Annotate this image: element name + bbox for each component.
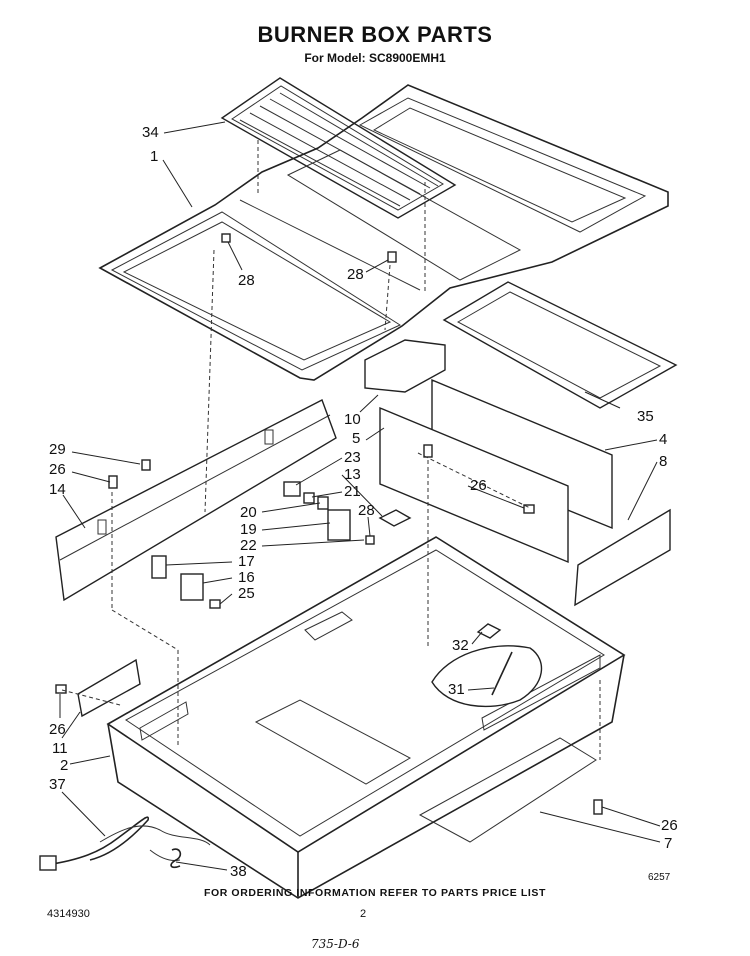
page-title: BURNER BOX PARTS (257, 22, 493, 47)
callout-29: 29 (49, 441, 66, 458)
alignment-lines (61, 140, 601, 760)
leader-lines (59, 121, 661, 871)
callout-22: 22 (240, 537, 257, 554)
screws (55, 233, 603, 815)
callout-11: 11 (52, 740, 68, 757)
callout-16: 16 (238, 569, 255, 586)
insulation-patch-part-31 (431, 645, 543, 708)
handwritten-note: 735-D-6 (311, 937, 360, 951)
page-number: 2 (360, 908, 367, 920)
callout-35: 35 (637, 408, 654, 425)
insulation-part-8 (574, 508, 671, 607)
callout-25: 25 (238, 585, 255, 602)
callout-26: 26 (470, 477, 487, 494)
component-part-17 (151, 555, 167, 579)
drawing-code: 6257 (648, 872, 671, 883)
callout-19: 19 (240, 521, 257, 538)
callout-4: 4 (659, 431, 668, 448)
grate-part-34 (220, 77, 457, 219)
ordering-note: FOR ORDERING INFORMATION REFER TO PARTS … (203, 887, 547, 899)
callout-31: 31 (448, 681, 465, 698)
component-part-19 (327, 509, 351, 541)
control-bracket-part-14 (55, 399, 337, 602)
cooktop-frame-part-1 (98, 84, 669, 381)
callout-38: 38 (230, 863, 247, 880)
cover-plate-part-11 (77, 658, 141, 718)
callout-26: 26 (49, 721, 66, 738)
callout-8: 8 (659, 453, 668, 470)
callout-32: 32 (452, 637, 469, 654)
callout-28: 28 (238, 272, 255, 289)
callout-5: 5 (352, 430, 361, 447)
component-part-21 (303, 492, 315, 504)
shield-part-7 (418, 737, 597, 843)
power-cord-part-37 (39, 816, 211, 871)
callout-26: 26 (661, 817, 678, 834)
callout-1: 1 (150, 148, 159, 165)
callout-34: 34 (142, 124, 159, 141)
component-part-16 (180, 573, 204, 601)
callout-37: 37 (49, 776, 66, 793)
bracket-part-10 (364, 339, 446, 393)
callout-14: 14 (49, 481, 66, 498)
callout-13: 13 (344, 466, 361, 483)
callout-2: 2 (60, 757, 69, 774)
callout-26: 26 (49, 461, 66, 478)
callout-10: 10 (344, 411, 361, 428)
wire-clip-part-38 (170, 848, 182, 869)
model-subtitle: For Model: SC8900EMH1 (304, 51, 446, 65)
component-part-23 (283, 481, 301, 497)
component-part-13 (378, 509, 412, 527)
callout-7: 7 (664, 835, 673, 852)
callout-17: 17 (238, 553, 255, 570)
callout-21: 21 (344, 483, 361, 500)
bracket-part-32 (476, 623, 502, 639)
callout-28: 28 (358, 502, 375, 519)
document-part-number: 4314930 (47, 908, 90, 920)
callout-20: 20 (240, 504, 257, 521)
burner-box-part-2 (106, 536, 626, 899)
callout-28: 28 (347, 266, 364, 283)
callout-23: 23 (344, 449, 361, 466)
drip-tray-part-35 (442, 281, 678, 409)
